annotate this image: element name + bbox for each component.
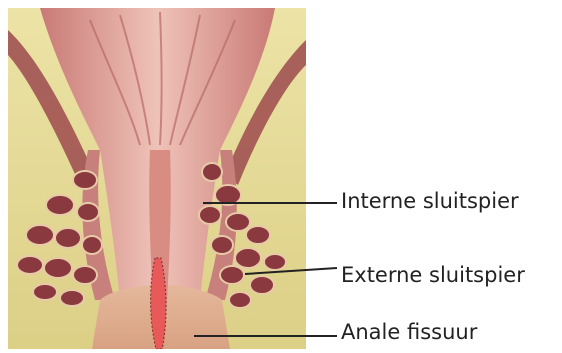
label-anal-fissure: Anale fissuur [341, 322, 477, 343]
label-external-sphincter: Externe sluitspier [341, 265, 525, 286]
label-internal-sphincter: Interne sluitspier [341, 191, 519, 212]
